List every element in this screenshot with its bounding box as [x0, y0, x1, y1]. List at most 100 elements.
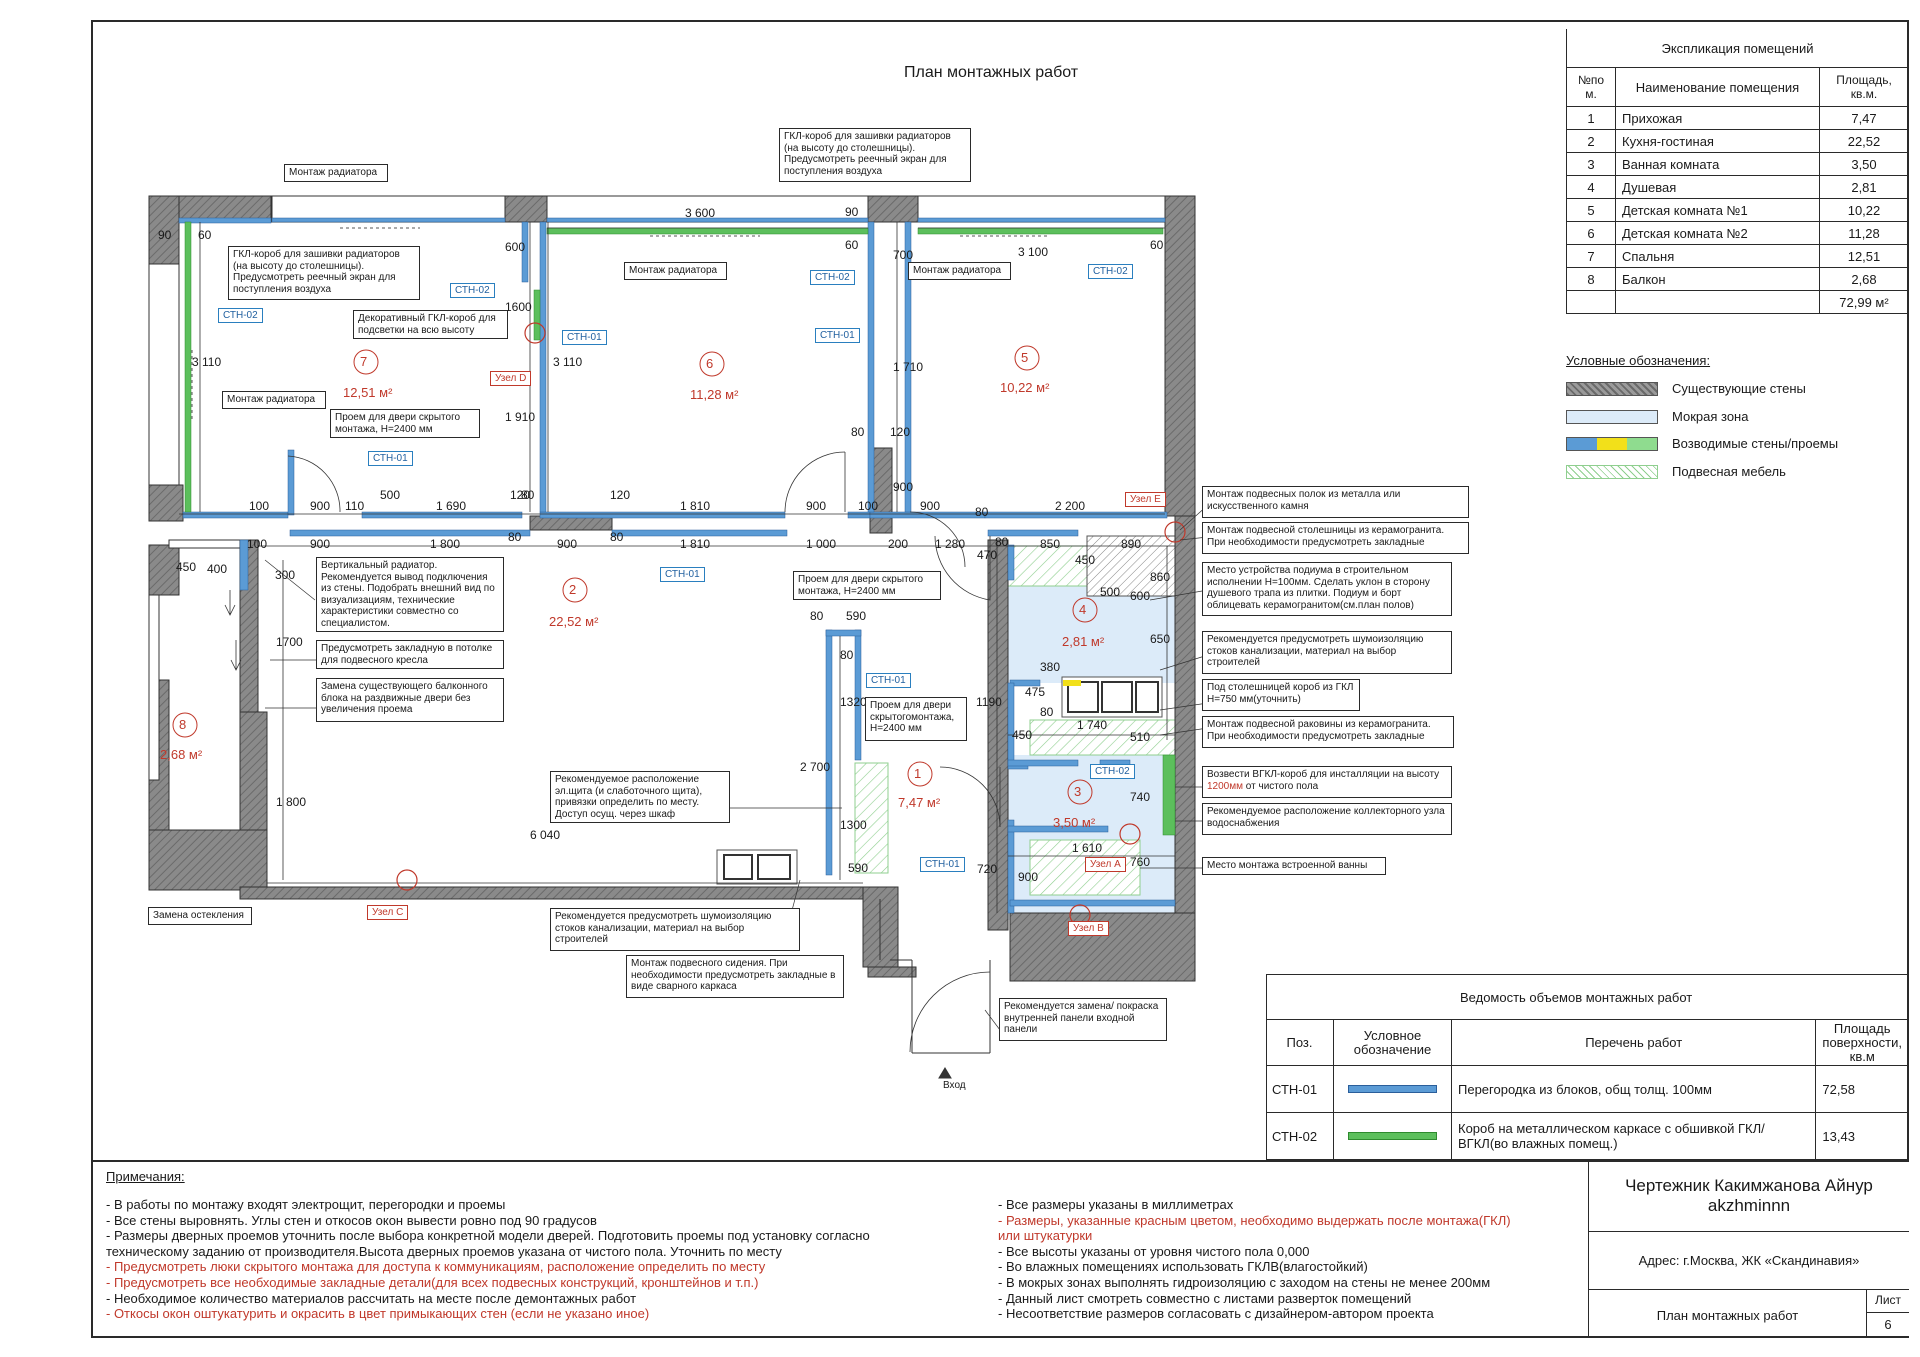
dim-label: 860: [1150, 570, 1171, 584]
room-1-area: 7,47 м²: [898, 795, 941, 810]
dim-label: 850: [1040, 537, 1061, 551]
tag-sth01: СТН-01: [660, 567, 705, 582]
works-header: Площадь поверхности, кв.м: [1815, 1019, 1908, 1066]
note-line: - Размеры, указанные красным цветом, нео…: [998, 1212, 1511, 1228]
under-tabletop-note-line1: Под столешницей короб из ГКЛ: [1207, 682, 1354, 693]
page-title: План монтажных работ: [904, 64, 1079, 81]
dim-label: 80: [610, 530, 624, 544]
dim-label: 740: [1130, 790, 1151, 804]
note-line: - Все стены выровнять. Углы стен и откос…: [106, 1212, 597, 1228]
table-cell: 7,47: [1819, 106, 1908, 130]
note-line: - В работы по монтажу входят электрощит,…: [106, 1197, 506, 1212]
table-row: СТН-02 Короб на металлическом каркасе с …: [1266, 1112, 1908, 1160]
dim-label: 80: [1040, 705, 1054, 719]
dim-label: 1300: [840, 818, 867, 832]
dim-label: 600: [505, 240, 526, 254]
door-swings: [224, 451, 1001, 1053]
stamp-sheet-title: План монтажных работ: [1656, 1308, 1799, 1323]
dim-label: 1 000: [806, 537, 837, 551]
note-line: - Размеры дверных проемов уточнить после…: [106, 1228, 870, 1244]
room-markers: [172, 345, 1098, 805]
vertical-radiator-note: Вертикальный радиатор. Рекомендуется выв…: [316, 557, 504, 632]
dim-label: 900: [920, 499, 941, 513]
dim-label: 120: [610, 488, 631, 502]
dim-label: 80: [508, 530, 522, 544]
node-c-label: Узел С: [367, 905, 409, 920]
works-desc: Короб на металлическом каркасе с обшивко…: [1450, 1112, 1817, 1160]
legend-label: Мокрая зона: [1672, 409, 1749, 424]
bath-place-note: Место монтажа встроенной ванны: [1202, 857, 1386, 875]
note-line: - Откосы окон оштукатурить и окрасить в …: [106, 1306, 650, 1322]
dim-label: 720: [977, 862, 998, 876]
stamp-address: Адрес: г.Москва, ЖК «Скандинавия»: [1638, 1253, 1860, 1268]
dim-label: 90: [158, 228, 172, 242]
dim-label: 120: [510, 488, 531, 502]
vgkl-box-note-suffix: от чистого пола: [1245, 780, 1319, 792]
dim-label: 80: [810, 609, 824, 623]
room-5-area: 10,22 м²: [1000, 380, 1050, 395]
tag-sth02: СТН-02: [218, 308, 263, 323]
table-cell: 22,52: [1819, 129, 1908, 153]
table-cell: Детская комната №1: [1615, 198, 1820, 222]
dim-label: 80: [995, 535, 1009, 549]
dim-label: 1 810: [680, 499, 711, 513]
dim-label: 1700: [276, 635, 303, 649]
works-pos: СТН-02: [1266, 1112, 1334, 1160]
dim-label: 1 690: [436, 499, 467, 513]
works-header-row: Поз. Условное обозначение Перечень работ…: [1266, 1019, 1908, 1066]
tag-sth01: СТН-01: [815, 328, 860, 343]
dim-label: 80: [975, 505, 989, 519]
dim-label: 90: [845, 205, 859, 219]
note-line: - Все размеры указаны в миллиметрах: [998, 1197, 1234, 1212]
under-tabletop-note-line2: H=750 мм(уточнить): [1207, 693, 1301, 705]
table-cell: 6: [1566, 221, 1616, 245]
tag-sth01: СТН-01: [866, 673, 911, 688]
legend-swatch-blue: [1567, 438, 1597, 450]
hidden-door-note: Проем для двери скрытого монтажа, H=2400…: [793, 571, 941, 600]
ceiling-chair-note: Предусмотреть закладную в потолке для по…: [316, 640, 504, 669]
notes-title: Примечания:: [106, 1169, 185, 1184]
explication-header: Площадь, кв.м.: [1819, 67, 1908, 107]
dim-label: 1190: [976, 695, 1002, 709]
note-line: - Во влажных помещениях использовать ГКЛ…: [998, 1259, 1368, 1275]
table-total-row: 72,99 м²: [1566, 290, 1908, 314]
dim-label: 450: [176, 560, 197, 574]
dim-label: 3 100: [1018, 245, 1049, 259]
stamp-sheet-divider: [1867, 1312, 1909, 1313]
dim-label: 510: [1130, 730, 1151, 744]
table-cell: 8: [1566, 267, 1616, 291]
works-area: 72,58: [1815, 1065, 1908, 1113]
explication-header: №по м.: [1566, 67, 1616, 107]
works-table: Поз. Условное обозначение Перечень работ…: [1266, 1019, 1908, 1160]
dim-label: 700: [893, 248, 914, 262]
hidden-door-note: Проем для двери скрытогомонтажа, H=2400 …: [865, 697, 967, 741]
dim-label: 60: [1150, 238, 1164, 252]
room-8-area: 2,68 м²: [160, 747, 203, 762]
decor-box-note: Декоративный ГКЛ-короб для подсветки на …: [353, 310, 508, 339]
dim-label: 450: [1075, 553, 1096, 567]
room-6-number: 6: [706, 356, 714, 371]
dim-label: 3 600: [685, 206, 716, 220]
dim-label: 300: [275, 568, 296, 582]
table-cell: 10,22: [1819, 198, 1908, 222]
works-symbol-cell: [1333, 1065, 1452, 1113]
tag-sth01: СТН-01: [920, 857, 965, 872]
room-6-area: 11,28 м²: [690, 387, 739, 402]
table-cell: Спальня: [1615, 244, 1820, 268]
stamp-title-cell: План монтажных работ: [1588, 1290, 1867, 1338]
dim-label: 1320: [840, 695, 867, 709]
node-b-label: Узел В: [1068, 921, 1109, 936]
explication-title: Экспликация помещений: [1566, 29, 1908, 68]
vgkl-box-note-height: 1200мм: [1207, 780, 1243, 792]
vgkl-box-note-prefix: Возвести ВГКЛ-короб для инсталляции на в…: [1207, 769, 1440, 780]
dim-label: 60: [845, 238, 859, 252]
notes-left: - В работы по монтажу входят электрощит,…: [106, 1197, 870, 1322]
table-cell: Балкон: [1615, 267, 1820, 291]
dim-label: 110: [345, 499, 365, 513]
legend-swatch-yellow: [1597, 438, 1627, 450]
tag-sth01: СТН-01: [368, 451, 413, 466]
table-cell: 11,28: [1819, 221, 1908, 245]
radiator-note: Монтаж радиатора: [624, 262, 727, 280]
